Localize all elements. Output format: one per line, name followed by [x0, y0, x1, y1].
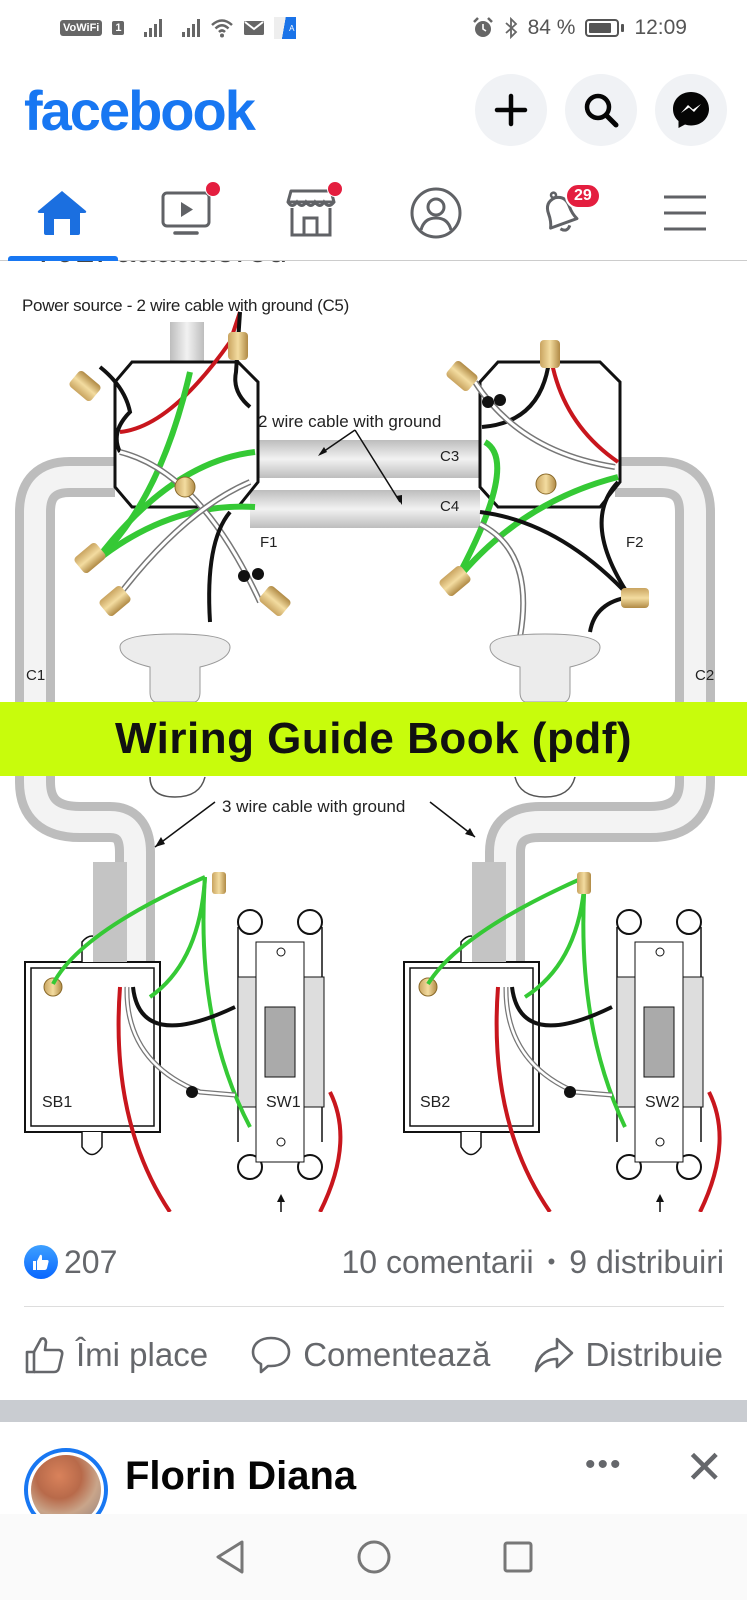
clock: 12:09 [634, 16, 687, 39]
signal-icon [144, 19, 163, 37]
messenger-button[interactable] [655, 74, 727, 146]
notification-dot [327, 181, 343, 197]
banner-text: Wiring Guide Book (pdf) [114, 714, 633, 763]
more-options-button[interactable]: ••• [585, 1448, 623, 1481]
comment-icon [251, 1336, 291, 1374]
tab-profile[interactable] [374, 165, 499, 260]
junction-box-f2 [478, 360, 622, 509]
post-stats: 207 10 comentarii • 9 distribuiri [24, 1240, 724, 1284]
switch-sw2 [616, 909, 704, 1180]
keyboard-app-icon: A [274, 17, 297, 39]
bluetooth-icon [504, 17, 517, 39]
battery-icon [585, 19, 625, 37]
next-post-header: Florin Diana ••• ✕ [0, 1422, 747, 1532]
tab-home[interactable] [0, 165, 125, 261]
author-name[interactable]: Florin Diana [125, 1454, 357, 1498]
notification-badge: 29 [565, 183, 601, 209]
home-icon [38, 190, 87, 235]
label-sb1: SB1 [42, 1094, 73, 1111]
wiring-diagram [14, 311, 722, 1212]
label-sw1: SW1 [266, 1094, 301, 1111]
create-button[interactable] [475, 74, 547, 146]
like-reaction-icon [24, 1245, 58, 1279]
post-actions: Îmi place Comentează Distribuie [0, 1312, 747, 1398]
wiring-guide-banner: Wiring Guide Book (pdf) [0, 702, 747, 776]
tab-watch[interactable] [125, 165, 250, 260]
post-image[interactable]: Power source - 2 wire cable with ground … [0, 262, 747, 1212]
like-button[interactable]: Îmi place [24, 1335, 208, 1375]
label-c3: C3 [440, 448, 460, 465]
back-icon[interactable] [214, 1539, 246, 1575]
tab-menu[interactable] [623, 165, 747, 260]
thumbs-up-icon [25, 1337, 64, 1374]
home-circle-icon[interactable] [356, 1539, 392, 1575]
sim-icon: 1 [112, 21, 125, 35]
mail-icon [244, 21, 265, 35]
feed-separator [0, 1400, 747, 1422]
shares-count[interactable]: 9 distribuiri [569, 1243, 724, 1280]
label-c1: C1 [26, 667, 46, 684]
status-bar: VoWiFi 1 A 84 % 12:09 [0, 0, 747, 56]
share-label: Distribuie [585, 1336, 723, 1373]
wifi-icon [211, 19, 234, 38]
header-actions [475, 74, 727, 146]
comment-button[interactable]: Comentează [250, 1334, 492, 1376]
menu-icon [663, 195, 706, 230]
profile-icon [410, 187, 462, 238]
tab-notifications[interactable]: 29 [498, 165, 623, 260]
engagement-counts: 10 comentarii • 9 distribuiri [341, 1244, 724, 1281]
switch-sw1 [237, 909, 325, 1180]
comments-count[interactable]: 10 comentarii [341, 1243, 534, 1280]
switch-box-sb2 [403, 935, 540, 1156]
video-icon [161, 191, 211, 235]
stats-divider [24, 1306, 724, 1307]
active-tab-indicator [8, 256, 118, 261]
share-button[interactable]: Distribuie [533, 1335, 723, 1375]
alarm-icon [472, 17, 493, 37]
label-3wire-cable: 3 wire cable with ground [222, 797, 406, 816]
bell-icon [546, 190, 579, 232]
label-2wire-cable: 2 wire cable with ground [258, 412, 442, 431]
vowifi-icon: VoWiFi [60, 20, 103, 36]
status-right: 84 % 12:09 [472, 16, 687, 40]
diagram-caption: Power source - 2 wire cable with ground … [22, 296, 349, 315]
recents-icon[interactable] [502, 1540, 534, 1574]
app-header: facebook [0, 62, 747, 158]
label-f1: F1 [260, 534, 278, 551]
light-fixture-2 [489, 633, 601, 703]
label-sw2: SW2 [645, 1094, 680, 1111]
switch-box-sb1 [24, 935, 161, 1156]
notification-dot [204, 181, 221, 197]
signal-icon [182, 19, 201, 37]
label-f2: F2 [626, 534, 644, 551]
reactions-count: 207 [64, 1243, 118, 1280]
plus-icon [494, 93, 528, 127]
main-nav: 29 [0, 165, 747, 261]
facebook-logo[interactable]: facebook [24, 78, 256, 142]
avatar-photo [31, 1455, 101, 1525]
tab-marketplace[interactable] [249, 165, 374, 260]
stats-separator: • [547, 1249, 556, 1274]
label-c2: C2 [695, 667, 715, 684]
hide-post-button[interactable]: ✕ [685, 1441, 724, 1493]
light-fixture-1 [119, 633, 231, 703]
cable-c4 [250, 490, 480, 528]
share-icon [535, 1337, 574, 1373]
store-icon [286, 189, 336, 236]
system-navigation [0, 1514, 747, 1600]
like-label: Îmi place [76, 1336, 209, 1373]
label-c4: C4 [440, 498, 460, 515]
search-button[interactable] [565, 74, 637, 146]
label-sb2: SB2 [420, 1094, 451, 1111]
status-left: VoWiFi 1 A [60, 17, 297, 39]
battery-percent: 84 % [527, 16, 576, 39]
search-icon [584, 93, 619, 128]
reactions-summary[interactable]: 207 [24, 1244, 117, 1281]
comment-label: Comentează [303, 1336, 491, 1373]
messenger-icon [673, 92, 709, 128]
